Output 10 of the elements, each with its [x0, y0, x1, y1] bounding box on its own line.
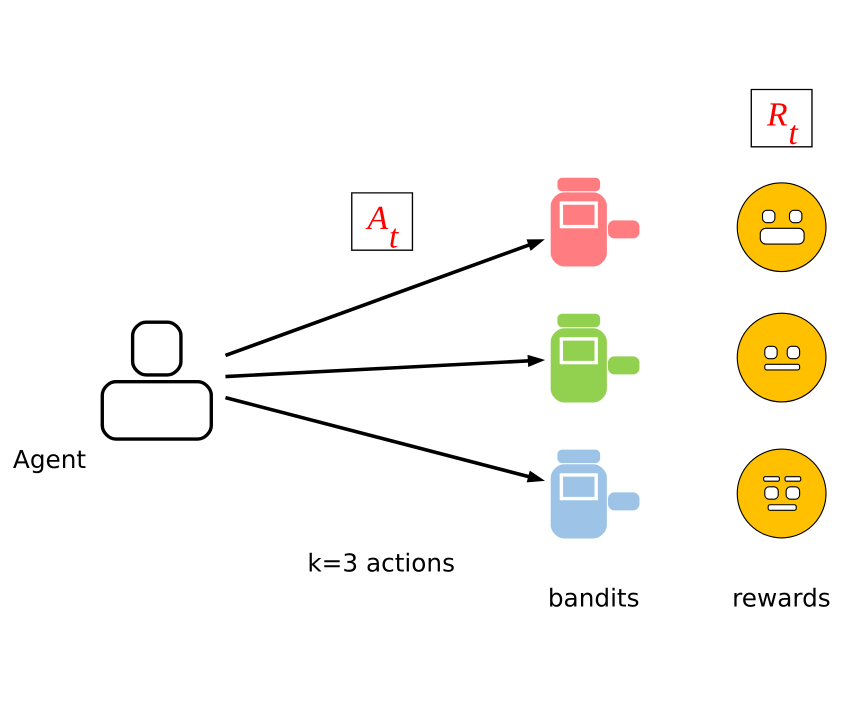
node-circle — [736, 182, 827, 272]
label: k=3 actions — [307, 548, 455, 578]
arrow — [224, 239, 545, 358]
node-label: Agent — [12, 444, 86, 474]
label: rewards — [732, 584, 831, 613]
arrow — [225, 354, 546, 378]
arrow — [225, 396, 546, 482]
node-circle — [736, 312, 827, 402]
node-circle — [736, 448, 827, 538]
label: bandits — [548, 584, 640, 613]
